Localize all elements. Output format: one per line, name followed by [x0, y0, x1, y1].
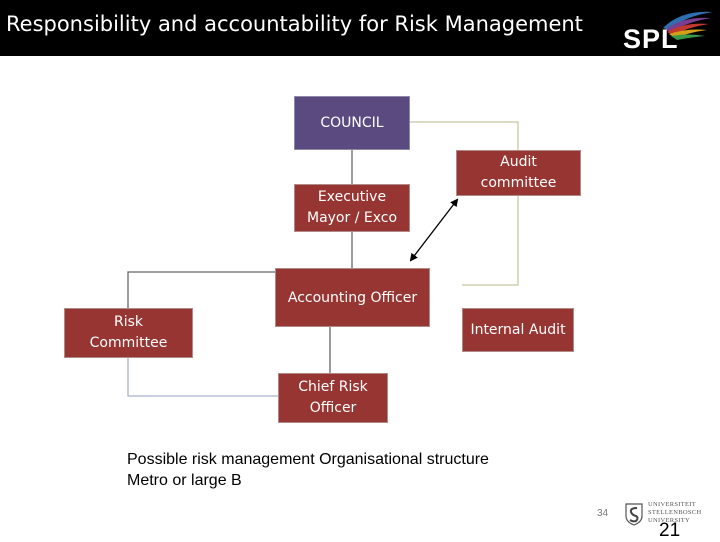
spl-logo: SPL — [623, 8, 715, 54]
risk-committee-box: Risk Committee — [64, 308, 193, 358]
risk-committee-label: Risk Committee — [89, 314, 168, 351]
slide-number: 34 — [597, 508, 609, 519]
accounting-officer-label: Accounting Officer — [287, 290, 418, 306]
audit-committee-label: Audit committee — [480, 154, 557, 191]
page-number: 21 — [659, 520, 681, 541]
accounting-officer-box: Accounting Officer — [275, 268, 430, 327]
executive-mayor-box: Executive Mayor / Exco — [294, 184, 410, 232]
risk-committee-to-chief-risk-officer-line — [127, 358, 278, 397]
diagram-caption: Possible risk management Organisational … — [127, 451, 489, 489]
university-crest-icon — [625, 503, 643, 526]
spl-logo-swoosh-icon — [663, 11, 713, 40]
slide-title: Responsibility and accountability for Ri… — [6, 12, 583, 36]
internal-audit-label: Internal Audit — [470, 321, 566, 338]
audit-committee-to-internal-audit-line — [462, 196, 519, 286]
stellenbosch-university-logo: UNIVERSITEIT STELLENBOSCH UNIVERSITY — [624, 500, 714, 528]
council-box: COUNCIL — [294, 96, 410, 150]
chief-risk-officer-box: Chief Risk Officer — [278, 373, 388, 423]
accounting-officer-to-risk-committee-line — [127, 271, 275, 308]
university-logo-text: UNIVERSITEIT STELLENBOSCH UNIVERSITY — [648, 501, 702, 524]
council-to-internal-audit-line — [410, 121, 519, 150]
executive-mayor-label: Executive Mayor / Exco — [306, 189, 398, 226]
internal-audit-box: Internal Audit — [462, 308, 574, 352]
council-label: COUNCIL — [320, 114, 384, 131]
audit-committee-box: Audit committee — [456, 150, 581, 196]
spl-logo-text: SPL — [623, 24, 679, 54]
title-bar: Responsibility and accountability for Ri… — [0, 0, 720, 56]
audit-committee-accounting-officer-arrow — [409, 198, 459, 262]
chief-risk-officer-label: Chief Risk Officer — [298, 379, 368, 416]
